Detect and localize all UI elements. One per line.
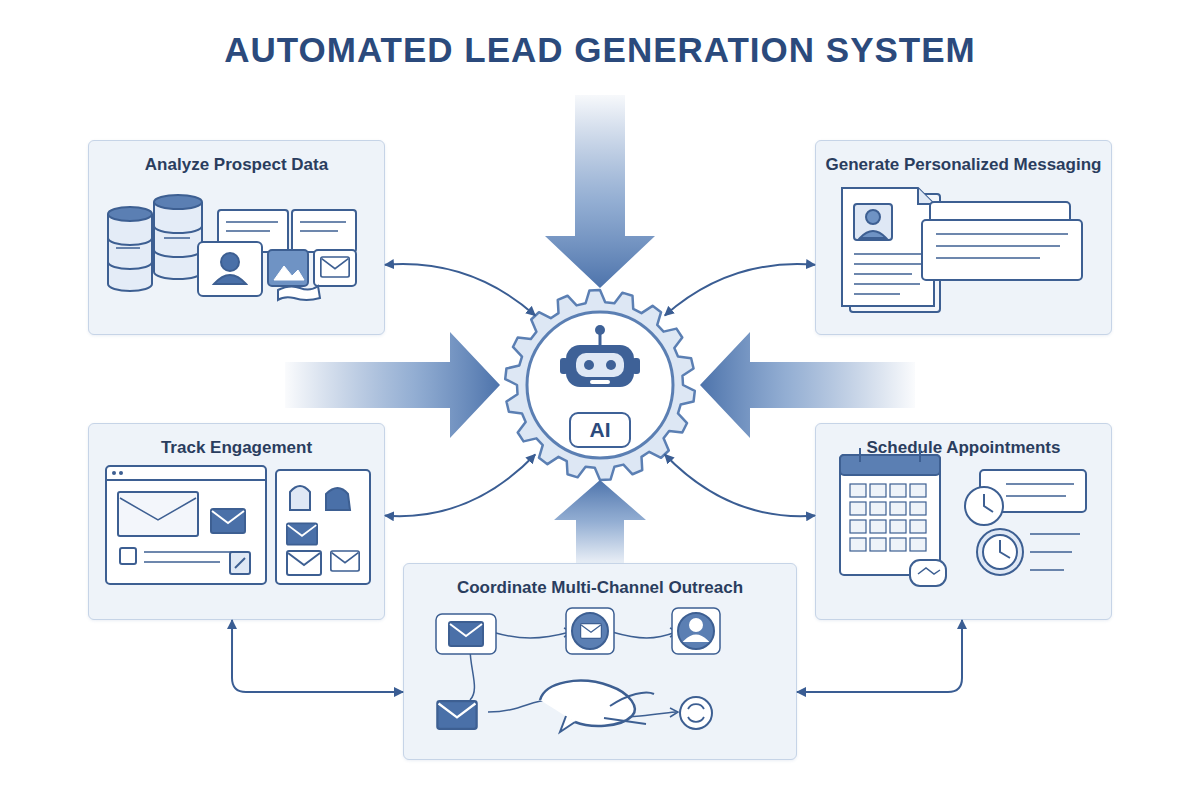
connector-arrow xyxy=(385,264,535,315)
envelope-icon xyxy=(211,509,245,533)
robot-icon xyxy=(560,325,640,387)
document-illustration xyxy=(842,188,1082,312)
box-heading: Coordinate Multi-Channel Outreach xyxy=(412,578,788,598)
box-heading: Track Engagement xyxy=(97,438,376,458)
gear-outline xyxy=(505,290,695,480)
inflow-arrow xyxy=(285,332,500,438)
process-box: Track Engagement xyxy=(88,423,385,620)
envelope-icon xyxy=(287,551,321,575)
flow-arrow xyxy=(554,480,646,563)
box-heading: Analyze Prospect Data xyxy=(97,155,376,175)
box-text-group: Analyze Prospect Data xyxy=(97,155,376,175)
gear-teeth xyxy=(505,290,695,480)
envelope-icon xyxy=(449,622,483,646)
envelope-icon xyxy=(437,701,476,729)
box-heading: Schedule Appointments xyxy=(824,438,1103,458)
inflow-arrow xyxy=(700,332,915,438)
box-text-group: Schedule Appointments xyxy=(824,438,1103,458)
process-box: Schedule Appointments xyxy=(815,423,1112,620)
connector-arrow xyxy=(665,454,815,516)
calendar-illustration xyxy=(840,448,1086,586)
diagram-title: AUTOMATED LEAD GENERATION SYSTEM xyxy=(0,30,1200,70)
outreach-illustration xyxy=(436,608,720,732)
connector-arrow xyxy=(385,454,535,516)
ai-hub: AI xyxy=(505,290,695,480)
hub-label: AI xyxy=(569,412,631,448)
box-text-group: Coordinate Multi-Channel Outreach xyxy=(412,578,788,598)
process-box: Analyze Prospect Data xyxy=(88,140,385,335)
process-box: Coordinate Multi-Channel Outreach xyxy=(403,563,797,760)
envelope-icon xyxy=(331,551,359,571)
envelope-icon xyxy=(581,624,602,639)
envelope-icon xyxy=(287,523,317,544)
box-heading: Generate Personalized Messaging xyxy=(824,155,1103,175)
box-text-group: Generate Personalized Messaging xyxy=(824,155,1103,175)
envelope-icon xyxy=(321,257,349,277)
connector-arrow xyxy=(797,620,962,692)
hub-ring xyxy=(527,312,673,458)
tracking-illustration xyxy=(106,466,370,584)
inflow-arrow xyxy=(545,95,655,288)
connector-arrow xyxy=(232,620,403,692)
box-text-group: Track Engagement xyxy=(97,438,376,458)
database-illustration xyxy=(108,195,356,300)
connector-arrow xyxy=(665,264,815,315)
process-box: Generate Personalized Messaging xyxy=(815,140,1112,335)
